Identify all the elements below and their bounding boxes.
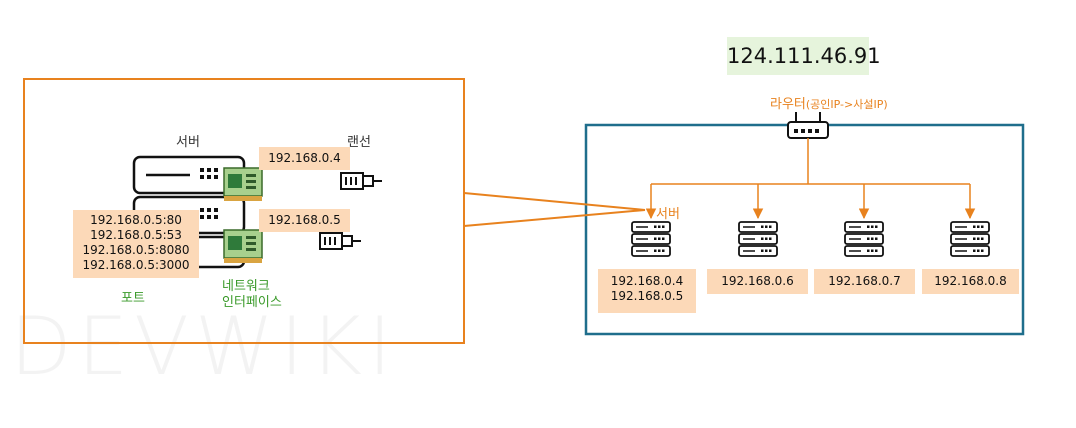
server-ip-box-3: 192.168.0.7 [814,269,915,294]
server-ip-box-2: 192.168.0.6 [707,269,808,294]
zoom-panel-border [23,78,465,344]
router-icon [787,112,829,139]
server-icon [631,221,671,257]
server-ip-box-1: 192.168.0.4 192.168.0.5 [598,269,696,313]
server-ip: 192.168.0.4 [610,274,684,288]
port-item: 192.168.0.5:80 [90,213,182,227]
port-item: 192.168.0.5:53 [90,228,182,242]
zoom-lan-label: 랜선 [347,135,371,150]
nic-label-line1: 네트워크 [222,279,270,294]
nic-ip-top: 192.168.0.4 [259,147,350,170]
router-label: 라우터 [770,97,806,112]
ethernet-plug-top-icon [340,172,382,190]
zoom-server-label: 서버 [176,135,200,150]
ethernet-plug-bottom-icon [319,232,361,250]
port-item: 192.168.0.5:8080 [82,243,190,257]
server-icon [738,221,778,257]
watermark: DEVWIKI [10,300,398,393]
ports-label: 포트 [121,291,145,306]
server-ip-box-4: 192.168.0.8 [922,269,1019,294]
router-sublabel: (공인IP->사설IP) [805,98,888,111]
nic-label-line2: 인터페이스 [222,295,282,310]
nic-label: 네트워크 인터페이스 [222,279,282,311]
router-distribution-lines [645,138,976,220]
ports-box: 192.168.0.5:80 192.168.0.5:53 192.168.0.… [73,210,199,278]
nic-card-bottom-icon [223,229,263,263]
router-label-group: 라우터(공인IP->사설IP) [770,93,888,112]
zoom-line-bottom [463,209,646,227]
network-server-label: 서버 [656,207,680,222]
server-icon [950,221,990,257]
server-icon [844,221,884,257]
port-item: 192.168.0.5:3000 [82,258,190,272]
public-ip-label: 124.111.46.91 [727,37,881,75]
zoom-line-top [463,192,646,211]
nic-ip-bottom: 192.168.0.5 [259,209,350,232]
server-ip: 192.168.0.5 [610,289,684,303]
nic-card-top-icon [223,167,263,201]
